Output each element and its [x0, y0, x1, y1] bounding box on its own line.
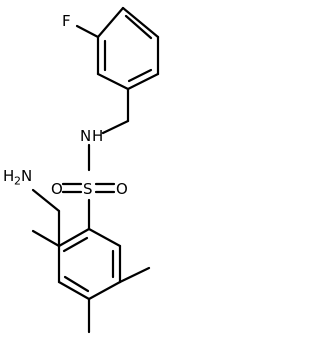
- bond-ring2-d: [87, 280, 122, 301]
- bond-ring2-a-inner: [62, 236, 89, 253]
- bond-ring-a: [96, 6, 125, 39]
- bond-ring-nh2: [31, 229, 61, 248]
- fluorophenyl-ring: [96, 6, 160, 91]
- bond-nh2-ring-link: [31, 188, 61, 213]
- bond-ring-d: [126, 72, 160, 91]
- amino-subscript-label: 2: [14, 175, 21, 188]
- chemical-structure: F N H S O O H 2 N: [3, 6, 160, 334]
- oxygen-left-label: O: [51, 180, 63, 198]
- bond-ring2-c-inner: [63, 275, 90, 293]
- bond-ring2-c: [57, 280, 91, 301]
- amino-nitrogen-label: N: [21, 167, 32, 185]
- bond-ring2-a: [57, 227, 91, 248]
- amino-hydrogen-label: H: [3, 167, 14, 185]
- bond-c-f: [75, 24, 100, 39]
- aminodimethylphenyl-ring: [57, 227, 122, 301]
- oxygen-right-label: O: [116, 180, 128, 198]
- bond-ch2-n: [101, 119, 130, 135]
- bond-ring-d-inner: [127, 68, 153, 83]
- bond-ring-b: [121, 6, 160, 39]
- bond-ring-b-inner: [124, 14, 153, 40]
- nh-nitrogen-label: N: [80, 127, 91, 145]
- bond-ring-methyl-right: [118, 266, 151, 284]
- bond-ring-e: [96, 72, 130, 91]
- fluorine-label: F: [62, 12, 71, 30]
- sulfur-label: S: [83, 180, 93, 198]
- bond-ring2-f: [87, 227, 122, 248]
- nh-hydrogen-label: H: [92, 127, 103, 145]
